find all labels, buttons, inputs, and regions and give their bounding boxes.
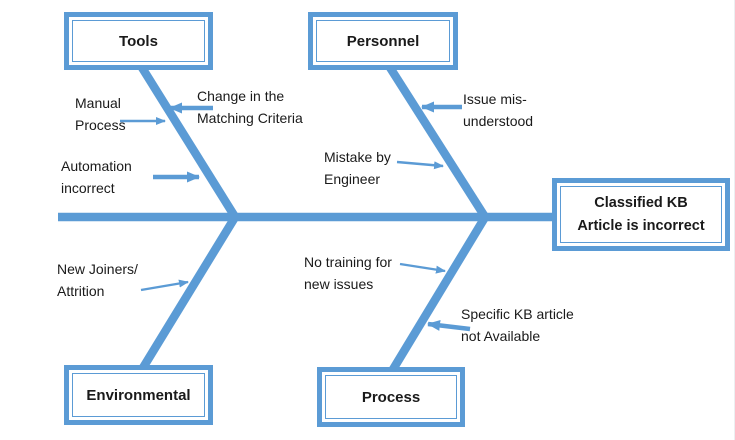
category-box-tools: Tools bbox=[64, 12, 213, 70]
arrow-no-training-new-issues bbox=[399, 262, 446, 274]
arrow-new-joiners-attrition bbox=[140, 279, 189, 292]
effect-label: Classified KB Article is incorrect bbox=[577, 194, 705, 234]
personnel-bone-line bbox=[385, 63, 491, 223]
effect-box-inner: Classified KB Article is incorrect bbox=[560, 186, 722, 243]
category-box-personnel-inner: Personnel bbox=[316, 20, 450, 62]
cause-label-mistake-by-engineer: Mistake by Engineer bbox=[324, 149, 391, 187]
effect-box: Classified KB Article is incorrect bbox=[552, 178, 730, 251]
environmental-bone-line bbox=[137, 211, 241, 374]
category-box-environmental: Environmental bbox=[64, 365, 213, 425]
category-box-environmental-inner: Environmental bbox=[72, 373, 205, 417]
category-label-personnel: Personnel bbox=[346, 32, 420, 50]
category-box-process-inner: Process bbox=[325, 375, 457, 419]
process-bone-line bbox=[388, 211, 491, 374]
category-label-process: Process bbox=[361, 388, 421, 406]
category-box-personnel: Personnel bbox=[308, 12, 458, 70]
category-label-environmental: Environmental bbox=[86, 386, 191, 404]
cause-label-change-matching-criteria: Change in the Matching Criteria bbox=[197, 88, 303, 126]
cause-label-no-training-new-issues: No training for new issues bbox=[304, 254, 392, 292]
cause-label-manual-process: Manual Process bbox=[75, 95, 126, 133]
category-box-process: Process bbox=[317, 367, 465, 427]
cause-label-new-joiners-attrition: New Joiners/ Attrition bbox=[57, 261, 138, 299]
cause-label-automation-incorrect: Automation incorrect bbox=[61, 158, 132, 196]
category-label-tools: Tools bbox=[119, 32, 158, 50]
tools-bone-line bbox=[137, 63, 241, 223]
cause-label-specific-kb-not-available: Specific KB article not Available bbox=[461, 306, 574, 344]
arrow-specific-kb-not-available bbox=[427, 319, 471, 332]
arrow-mistake-by-engineer bbox=[396, 160, 444, 170]
category-box-tools-inner: Tools bbox=[72, 20, 205, 62]
cause-label-issue-misunderstood: Issue mis- understood bbox=[463, 91, 534, 129]
